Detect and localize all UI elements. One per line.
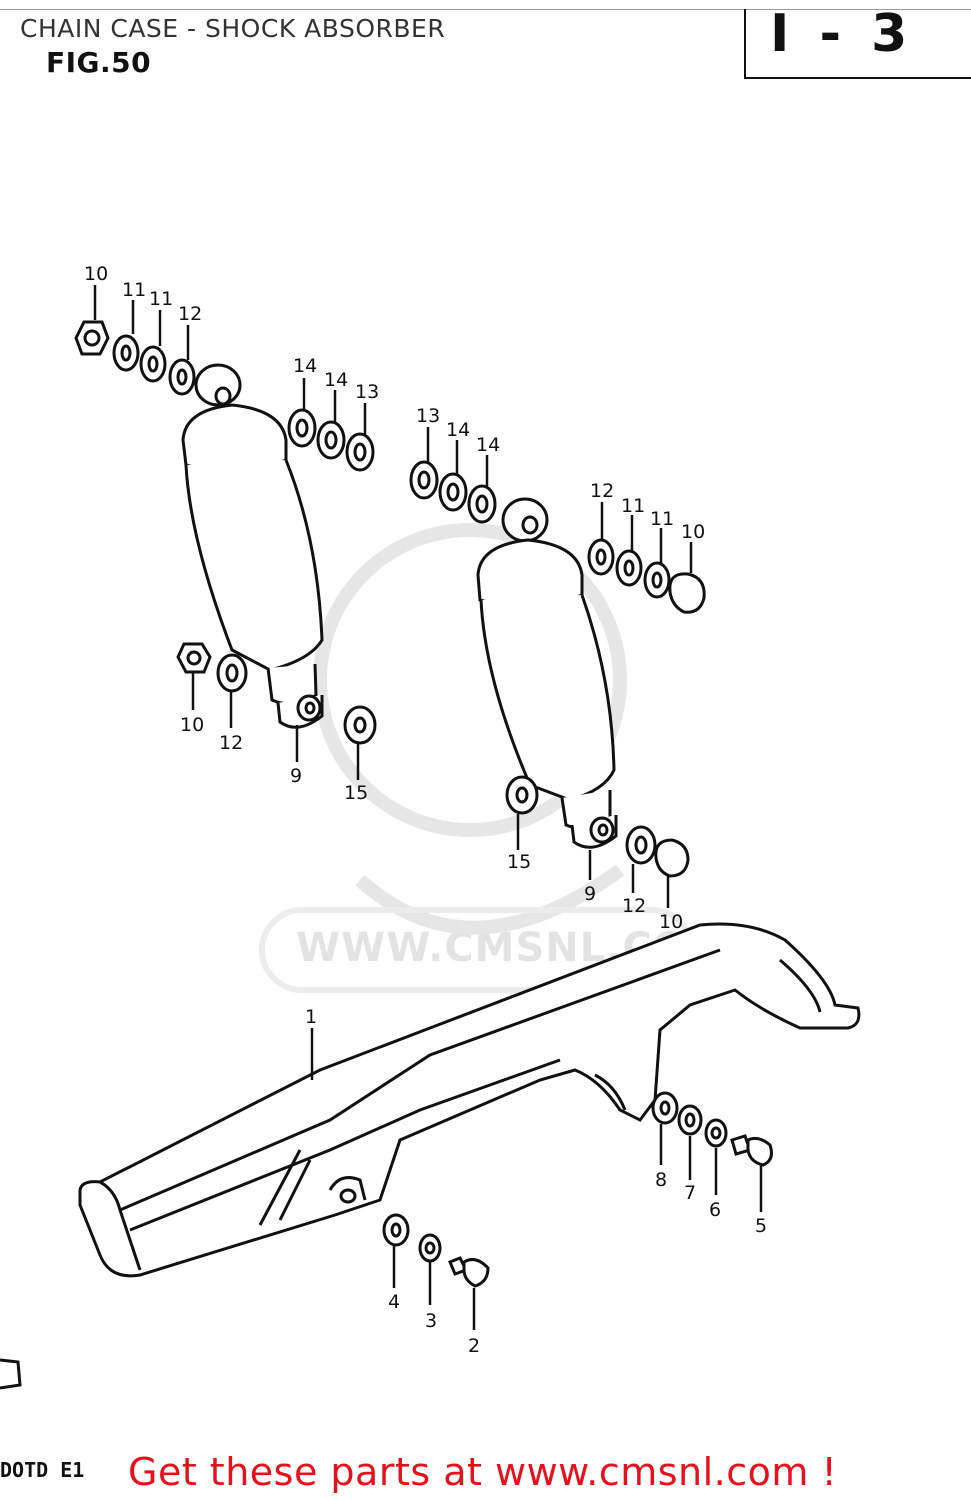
callout-label: 13 xyxy=(355,381,379,403)
callout-label: 9 xyxy=(584,883,596,905)
footer-parts-link[interactable]: Get these parts at www.cmsnl.com ! xyxy=(128,1450,838,1494)
callout-label: 13 xyxy=(416,405,440,427)
callout-label: 12 xyxy=(219,732,243,754)
callout-labels: 10 11 11 12 14 14 13 13 14 14 12 11 11 1… xyxy=(84,263,767,1357)
callout-label: 7 xyxy=(684,1182,696,1204)
footer-model-code: DOTD E1 xyxy=(0,1458,85,1482)
chain-case-fasteners xyxy=(382,1091,773,1288)
callout-label: 15 xyxy=(507,851,531,873)
shock-absorber-left xyxy=(181,363,324,729)
callout-label: 11 xyxy=(122,279,146,301)
callout-label: 10 xyxy=(681,521,705,543)
callout-label: 9 xyxy=(290,765,302,787)
callout-label: 12 xyxy=(622,895,646,917)
callout-label: 5 xyxy=(755,1215,767,1237)
callout-label: 1 xyxy=(305,1006,317,1028)
figure-label: FIG.50 xyxy=(46,46,152,79)
right-upper-hardware xyxy=(409,460,706,614)
right-lower-hardware xyxy=(505,775,690,878)
callout-label: 14 xyxy=(293,355,317,377)
section-id: I - 3 xyxy=(770,4,914,64)
callout-label: 12 xyxy=(178,303,202,325)
callout-label: 2 xyxy=(468,1335,480,1357)
page-title: CHAIN CASE - SHOCK ABSORBER xyxy=(20,14,446,43)
leader-lines xyxy=(93,285,763,1330)
callout-label: 10 xyxy=(659,911,683,933)
callout-label: 10 xyxy=(180,714,204,736)
callout-label: 11 xyxy=(149,288,173,310)
watermark-logo xyxy=(313,523,627,935)
callout-label: 4 xyxy=(388,1291,400,1313)
cap-nut-icon xyxy=(654,838,690,878)
callout-label: 15 xyxy=(344,782,368,804)
callout-label: 8 xyxy=(655,1169,667,1191)
cap-nut-icon xyxy=(668,572,706,614)
callout-label: 14 xyxy=(446,419,470,441)
bolt-head-icon xyxy=(746,1136,773,1167)
edge-stamp xyxy=(0,1358,22,1390)
callout-label: 12 xyxy=(590,480,614,502)
section-box xyxy=(744,9,971,79)
callout-label: 11 xyxy=(621,495,645,517)
callout-label: 10 xyxy=(84,263,108,285)
chain-case xyxy=(78,922,861,1278)
callout-label: 14 xyxy=(324,369,348,391)
left-lower-hardware xyxy=(176,642,377,745)
callout-label: 14 xyxy=(476,434,500,456)
shock-absorber-right xyxy=(476,497,618,849)
callout-label: 6 xyxy=(709,1199,721,1221)
left-upper-hardware xyxy=(74,320,375,472)
callout-label: 11 xyxy=(650,508,674,530)
bolt-head-icon xyxy=(462,1258,490,1288)
callout-label: 3 xyxy=(425,1310,437,1332)
top-rule xyxy=(0,9,971,10)
